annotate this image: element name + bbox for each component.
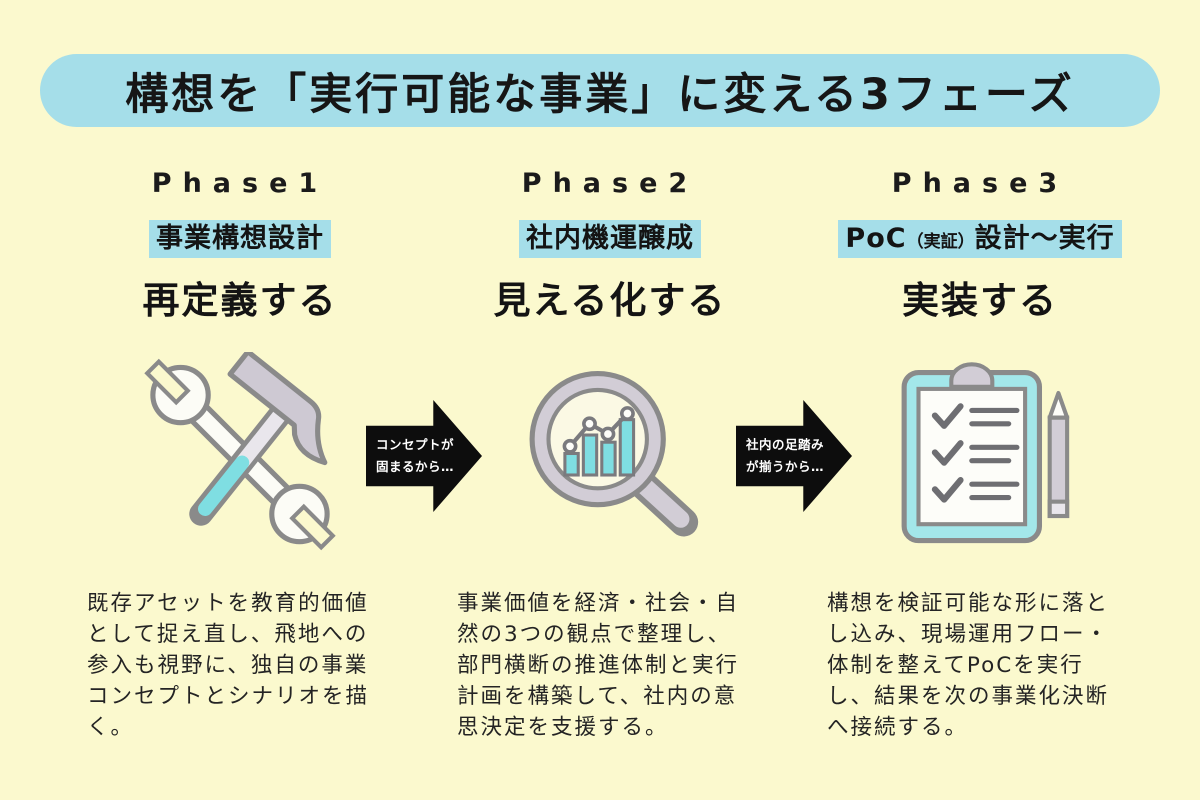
phase-1-description: 既存アセットを教育的価値 として捉え直し、飛地への 参入も視野に、独自の事業 コ…	[87, 591, 370, 740]
arrow-2-label: 社内の足踏み が揃うから…	[746, 437, 825, 474]
page-title: 構想を「実行可能な事業」に変える3フェーズ	[125, 69, 1075, 120]
phase-3-name: Phase3	[891, 168, 1069, 199]
phase-2-column: Phase2 社内機運醸成 見える化する	[455, 160, 765, 780]
phase-3-statement: 実装する	[902, 279, 1058, 322]
phase-2-label-row: 社内機運醸成	[455, 220, 765, 259]
hammer-icon	[189, 352, 328, 526]
phase-2-label: 社内機運醸成	[519, 220, 701, 259]
phase-3-label-tail: 設計〜実行	[974, 223, 1115, 254]
clipboard-checklist-pencil-icon	[875, 352, 1085, 557]
arrow-1-label: コンセプトが 固まるから…	[376, 437, 455, 474]
phase-2-statement: 見える化する	[493, 279, 727, 322]
bar-chart-icon	[562, 406, 636, 477]
phase-2-name: Phase2	[521, 168, 699, 199]
phase-3-label-poc: PoC	[845, 223, 907, 254]
phase-3-column: Phase3 PoC（実証）設計〜実行 実装する	[825, 160, 1135, 780]
phase-1-name: Phase1	[151, 168, 329, 199]
clipboard-icon	[901, 362, 1043, 544]
pencil-icon	[1047, 390, 1070, 519]
wrench-hammer-svg	[144, 352, 336, 551]
phase-1-label: 事業構想設計	[149, 220, 331, 259]
phase-1-column: Phase1 事業構想設計 再定義する	[85, 160, 395, 780]
phase-3-label-row: PoC（実証）設計〜実行	[825, 220, 1135, 259]
phase-2-description: 事業価値を経済・社会・自 然の3つの観点で整理し、 部門横断の推進体制と実行 計…	[457, 591, 740, 740]
phase-1-statement: 再定義する	[142, 279, 338, 322]
phase-3-label-note: （実証）	[906, 232, 975, 252]
wrench-hammer-icon	[135, 352, 345, 557]
magnifier-chart-icon	[505, 352, 715, 557]
magnifier-chart-svg	[529, 370, 699, 537]
title-banner: 構想を「実行可能な事業」に変える3フェーズ	[40, 54, 1160, 127]
phase-1-label-row: 事業構想設計	[85, 220, 395, 259]
phase-3-label: PoC（実証）設計〜実行	[838, 220, 1122, 259]
clipboard-pencil-svg	[901, 362, 1070, 544]
checklist-icon	[931, 403, 1020, 503]
phase-3-description: 構想を検証可能な形に落と し込み、現場運用フロー・ 体制を整えてPoCを実行 し…	[827, 591, 1110, 740]
